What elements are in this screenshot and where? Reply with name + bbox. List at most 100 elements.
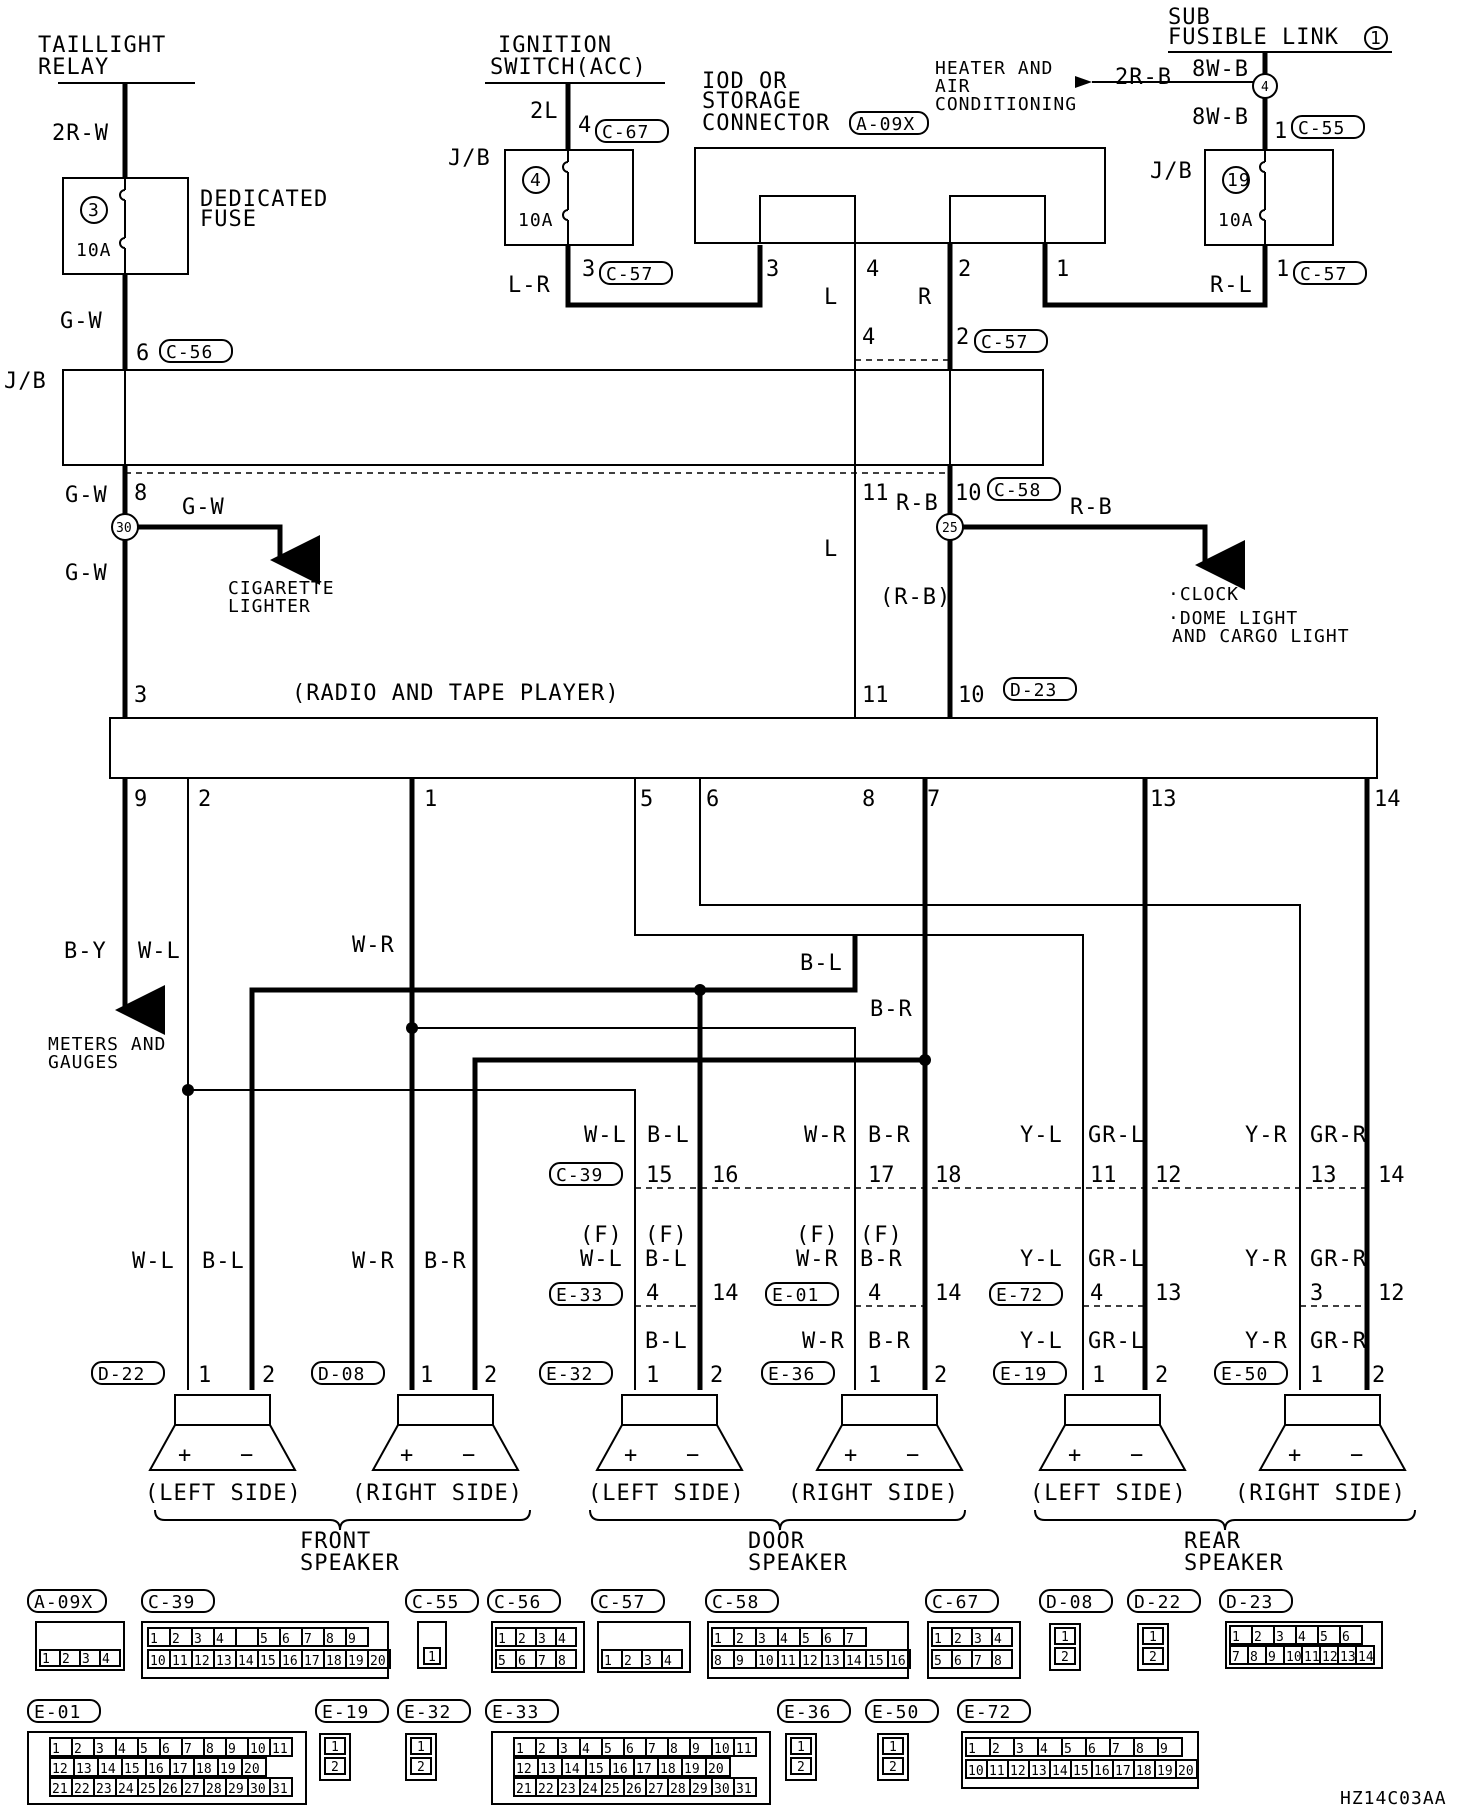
connector-pin-label: 16 bbox=[1094, 1764, 1110, 1779]
svg-text:C-39: C-39 bbox=[556, 1165, 603, 1186]
svg-text:2: 2 bbox=[958, 257, 971, 282]
connector-pin-label: 18 bbox=[1136, 1764, 1152, 1779]
svg-text:−: − bbox=[240, 1443, 254, 1468]
svg-text:AIR: AIR bbox=[935, 76, 971, 97]
connector-pin-label: 18 bbox=[196, 1762, 212, 1777]
connector-tag-c57-right: C-57 bbox=[1293, 261, 1367, 285]
svg-text:4: 4 bbox=[868, 1281, 881, 1306]
connector-pin-label: 1 bbox=[968, 1742, 976, 1757]
svg-text:4: 4 bbox=[530, 170, 542, 191]
svg-text:Y-R: Y-R bbox=[1245, 1247, 1288, 1272]
svg-text:G-W: G-W bbox=[65, 561, 108, 586]
connector-pin-label: 3 bbox=[1276, 1630, 1284, 1645]
svg-text:8: 8 bbox=[862, 787, 875, 812]
connector-pin-label: 25 bbox=[604, 1782, 620, 1797]
svg-text:15: 15 bbox=[646, 1163, 673, 1188]
svg-text:1: 1 bbox=[646, 1363, 659, 1388]
svg-text:1: 1 bbox=[424, 787, 437, 812]
connector-pin bbox=[705, 1757, 731, 1777]
svg-text:6: 6 bbox=[136, 341, 149, 366]
connector-pin bbox=[367, 1649, 391, 1669]
iod-connector-box bbox=[694, 147, 1106, 244]
svg-text:E-72: E-72 bbox=[964, 1702, 1011, 1723]
svg-text:1: 1 bbox=[868, 1363, 881, 1388]
svg-text:C-55: C-55 bbox=[1298, 118, 1345, 139]
connector-pin-label: 20 bbox=[708, 1762, 724, 1777]
connector-pin-label: 7 bbox=[648, 1742, 656, 1757]
connector-pin bbox=[733, 1777, 757, 1797]
svg-text:3: 3 bbox=[582, 257, 595, 282]
svg-text:1: 1 bbox=[420, 1363, 433, 1388]
svg-text:1: 1 bbox=[1310, 1363, 1323, 1388]
svg-text:13: 13 bbox=[1310, 1163, 1337, 1188]
svg-text:+: + bbox=[178, 1443, 192, 1468]
connector-pin-label: 8 bbox=[714, 1654, 722, 1669]
svg-text:E-32: E-32 bbox=[546, 1364, 593, 1385]
connector-pin-label: 6 bbox=[1342, 1630, 1350, 1645]
connector-pin-label: 9 bbox=[736, 1654, 744, 1669]
svg-text:18: 18 bbox=[935, 1163, 962, 1188]
svg-text:(RIGHT SIDE): (RIGHT SIDE) bbox=[1235, 1481, 1406, 1506]
connector-pin-label: 1 bbox=[52, 1742, 60, 1757]
svg-text:2: 2 bbox=[1155, 1363, 1168, 1388]
svg-text:C-39: C-39 bbox=[148, 1592, 195, 1613]
svg-text:2: 2 bbox=[934, 1363, 947, 1388]
svg-text:Y-L: Y-L bbox=[1020, 1329, 1063, 1354]
svg-text:14: 14 bbox=[1374, 787, 1401, 812]
svg-text:C-57: C-57 bbox=[1300, 264, 1347, 285]
connector-pin-label: 28 bbox=[206, 1782, 222, 1797]
svg-text:12: 12 bbox=[1155, 1163, 1182, 1188]
connector-pin-label: 1 bbox=[1232, 1630, 1240, 1645]
connector-pin bbox=[269, 1777, 293, 1797]
svg-text:10A: 10A bbox=[76, 240, 112, 261]
connector-tag-e19: E-19 bbox=[993, 1361, 1067, 1385]
svg-text:C-58: C-58 bbox=[712, 1592, 759, 1613]
connector-pin-label: 13 bbox=[824, 1654, 840, 1669]
connector-pin-label: 7 bbox=[974, 1654, 982, 1669]
svg-text:E-33: E-33 bbox=[492, 1702, 539, 1723]
connector-tag-e01: E-01 bbox=[765, 1282, 839, 1306]
svg-text:E-33: E-33 bbox=[556, 1285, 603, 1306]
svg-text:E-01: E-01 bbox=[772, 1285, 819, 1306]
svg-text:7: 7 bbox=[927, 787, 940, 812]
connector-pin-label: 6 bbox=[162, 1742, 170, 1757]
connector-pin bbox=[991, 1627, 1013, 1647]
connector-pin-label: 1 bbox=[604, 1654, 612, 1669]
connector-tag-a09x: A-09X bbox=[849, 111, 929, 135]
connector-pin-label: 10 bbox=[714, 1742, 730, 1757]
connector-pin-label: 20 bbox=[244, 1762, 260, 1777]
connector-pin-label: 9 bbox=[1160, 1742, 1168, 1757]
connector-pin-label: 14 bbox=[1052, 1764, 1068, 1779]
svg-text:19: 19 bbox=[1227, 170, 1251, 191]
svg-text:1: 1 bbox=[428, 1650, 436, 1665]
connector-view-c55: C-55 1 bbox=[405, 1589, 479, 1669]
svg-text:B-R: B-R bbox=[860, 1247, 903, 1272]
connector-pin-label: 10 bbox=[968, 1764, 984, 1779]
svg-text:12: 12 bbox=[1378, 1281, 1405, 1306]
svg-text:G-W: G-W bbox=[65, 483, 108, 508]
connector-pin-label: 1 bbox=[42, 1652, 50, 1667]
svg-text:(LEFT SIDE): (LEFT SIDE) bbox=[1030, 1481, 1187, 1506]
svg-text:11: 11 bbox=[1090, 1163, 1117, 1188]
svg-text:A-09X: A-09X bbox=[34, 1592, 93, 1613]
svg-text:D-23: D-23 bbox=[1010, 680, 1057, 701]
connector-pin-label: 21 bbox=[52, 1782, 68, 1797]
connector-pin bbox=[99, 1649, 121, 1667]
svg-text:2: 2 bbox=[710, 1363, 723, 1388]
svg-text:−: − bbox=[462, 1443, 476, 1468]
svg-text:10: 10 bbox=[958, 683, 985, 708]
connector-pin-label: 16 bbox=[282, 1654, 298, 1669]
svg-text:Y-L: Y-L bbox=[1020, 1123, 1063, 1148]
svg-text:(LEFT SIDE): (LEFT SIDE) bbox=[588, 1481, 745, 1506]
svg-text:2: 2 bbox=[889, 1760, 897, 1775]
svg-text:2: 2 bbox=[484, 1363, 497, 1388]
